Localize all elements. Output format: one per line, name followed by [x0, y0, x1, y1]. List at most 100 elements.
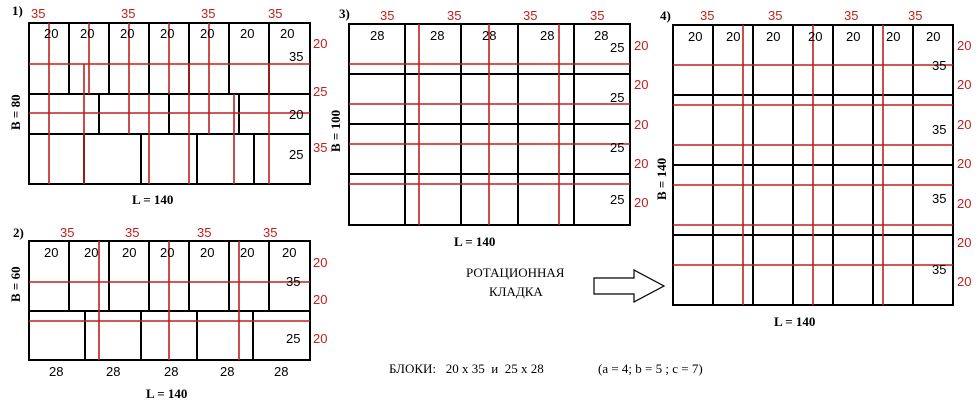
params-caption: (a = 4; b = 5 ; c = 7): [598, 361, 703, 376]
panel-3-red-lines: [349, 24, 630, 225]
top-dim: 35: [60, 225, 74, 240]
block-label: 20: [280, 26, 294, 41]
block-label: 20: [84, 245, 98, 260]
top-dim: 35: [268, 6, 282, 21]
rotation-note: РОТАЦИОННАЯ КЛАДКА: [466, 265, 666, 303]
panel-4-block-labels: 20 20 20 20 20 20 20 35 35 35 35: [688, 29, 946, 277]
panel-3-label: 3): [339, 6, 350, 21]
block-label: 25: [289, 147, 303, 162]
block-label: 35: [932, 191, 946, 206]
right-dim: 20: [634, 117, 648, 132]
panel-1: 1) 35 35 35 35: [8, 3, 327, 207]
panel-2-width-label: L = 140: [146, 386, 187, 401]
panel-2-bottom-dims: 28 28 28 28 28: [49, 364, 288, 379]
top-dim: 35: [197, 225, 211, 240]
top-dim: 35: [844, 8, 858, 23]
block-label: 35: [932, 262, 946, 277]
block-label: 20: [120, 26, 134, 41]
block-label: 35: [286, 274, 300, 289]
block-label: 28: [540, 28, 554, 43]
panel-4-height-label: B = 140: [654, 158, 669, 200]
bottom-dim: 28: [274, 364, 288, 379]
block-label: 20: [240, 26, 254, 41]
top-dim: 35: [908, 8, 922, 23]
right-dim: 20: [957, 235, 971, 250]
top-dim: 35: [523, 8, 537, 23]
block-label: 20: [122, 245, 136, 260]
block-label: 20: [200, 26, 214, 41]
top-dim: 35: [263, 225, 277, 240]
panel-4: 4) 35 35 35 35: [654, 8, 971, 329]
panel-4-black-lines: [673, 25, 953, 305]
block-label: 20: [200, 245, 214, 260]
block-label: 20: [160, 26, 174, 41]
top-dim: 35: [121, 6, 135, 21]
top-dim: 35: [447, 8, 461, 23]
top-dim: 35: [201, 6, 215, 21]
right-dim: 20: [957, 38, 971, 53]
bottom-dim: 28: [49, 364, 63, 379]
panel-2-block-labels: 20 20 20 20 20 20 20 35 25: [44, 245, 300, 346]
rotation-label-line1: РОТАЦИОННАЯ: [466, 265, 565, 280]
panel-4-right-dims: 20 20 20 20 20 20 20: [957, 38, 971, 289]
right-dim: 20: [634, 38, 648, 53]
panel-2-right-dims: 20 20 20: [313, 255, 327, 346]
rotation-label-line2: КЛАДКА: [489, 284, 543, 299]
panel-4-label: 4): [660, 8, 671, 23]
block-label: 28: [482, 28, 496, 43]
block-label: 28: [370, 28, 384, 43]
right-dim: 20: [957, 196, 971, 211]
block-label: 20: [766, 29, 780, 44]
bottom-dim: 28: [164, 364, 178, 379]
right-dim: 20: [957, 156, 971, 171]
top-dim: 35: [700, 8, 714, 23]
right-dim: 20: [313, 255, 327, 270]
block-label: 20: [44, 245, 58, 260]
right-dim: 20: [313, 331, 327, 346]
right-dim: 20: [957, 77, 971, 92]
panel-2-red-lines: [29, 241, 310, 360]
block-label: 20: [282, 245, 296, 260]
panel-2: 2) 35 35 35 35 20: [8, 225, 327, 401]
block-label: 20: [688, 29, 702, 44]
block-label: 20: [926, 29, 940, 44]
block-label: 25: [610, 40, 624, 55]
panel-4-width-label: L = 140: [774, 314, 815, 329]
block-label: 20: [240, 245, 254, 260]
right-dim: 20: [634, 77, 648, 92]
right-arrow-icon: [593, 269, 666, 303]
bottom-dim: 28: [106, 364, 120, 379]
top-dim: 35: [125, 225, 139, 240]
block-label: 28: [430, 28, 444, 43]
panel-2-label: 2): [13, 225, 24, 240]
right-dim: 35: [313, 140, 327, 155]
block-label: 20: [726, 29, 740, 44]
block-label: 20: [846, 29, 860, 44]
panel-3-top-dims: 35 35 35 35: [380, 8, 604, 23]
block-label: 25: [610, 192, 624, 207]
block-label: 20: [289, 107, 303, 122]
top-dim: 35: [31, 6, 45, 21]
panel-2-top-dims: 35 35 35 35: [60, 225, 277, 240]
panel-1-top-dims: 35 35 35 35: [31, 6, 282, 21]
panel-2-height-label: B = 60: [8, 266, 23, 302]
right-dim: 20: [634, 156, 648, 171]
panel-3-width-label: L = 140: [454, 234, 495, 249]
block-label: 25: [610, 90, 624, 105]
panel-1-width-label: L = 140: [132, 192, 173, 207]
block-label: 20: [80, 26, 94, 41]
top-dim: 35: [590, 8, 604, 23]
panel-4-red-lines: [673, 25, 953, 305]
panel-4-top-dims: 35 35 35 35: [700, 8, 922, 23]
panel-1-height-label: B = 80: [8, 94, 23, 130]
block-label: 35: [932, 58, 946, 73]
block-label: 25: [610, 140, 624, 155]
block-label: 20: [886, 29, 900, 44]
top-dim: 35: [768, 8, 782, 23]
panel-1-block-labels: 20 20 20 20 20 20 20 35 20 25: [44, 26, 303, 162]
blocks-caption: БЛОКИ: 20 х 35 и 25 х 28: [389, 361, 544, 376]
block-label: 25: [286, 331, 300, 346]
block-label: 20: [808, 29, 822, 44]
right-dim: 20: [957, 117, 971, 132]
